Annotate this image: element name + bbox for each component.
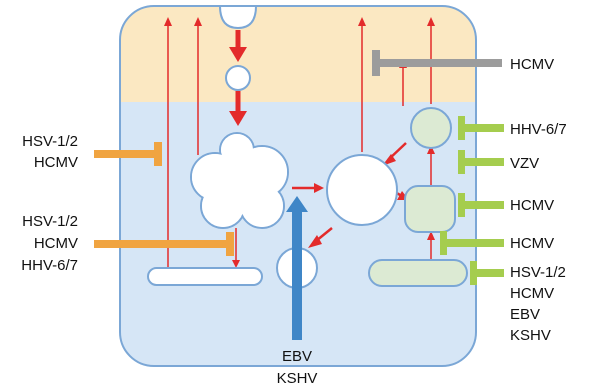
red-arrows (164, 17, 435, 268)
right-up-arrow-2-head (427, 17, 435, 26)
inhibitor-hcmv-4 (440, 231, 504, 255)
inhibitor-hhv67 (458, 116, 504, 140)
right-up-arrow-4-head (427, 231, 435, 240)
green-circle (410, 107, 452, 149)
label-multi-4: KSHV (510, 327, 551, 344)
label-left-upper-1: HSV-1/2 (22, 133, 78, 150)
cloud-to-center-arrow-head (314, 183, 324, 193)
thin-up-arrow-2-head (194, 17, 202, 26)
label-hcmv-4: HCMV (510, 235, 554, 252)
thin-down-arrow-head (232, 260, 240, 268)
blue-arrow (286, 196, 308, 340)
cloud-fill (192, 134, 287, 227)
label-bottom-2: KSHV (277, 370, 318, 387)
label-left-lower-3: HHV-6/7 (21, 257, 78, 274)
thick-arrow-2-head (229, 111, 247, 126)
label-left-lower-1: HSV-1/2 (22, 213, 78, 230)
label-multi-1: HSV-1/2 (510, 264, 566, 281)
label-bottom-1: EBV (282, 348, 312, 365)
right-up-arrow-3-head (427, 145, 435, 154)
center-up-arrow-head (358, 17, 366, 26)
cell-top-zone (120, 6, 476, 102)
inhibitor-hcmv-3 (458, 193, 504, 217)
diag-arrow-lower-head (308, 235, 322, 248)
inhibitors (94, 50, 504, 285)
inhibitor-multi (470, 261, 504, 285)
inhibitor-hcmv-top (372, 50, 502, 76)
membrane-notch (218, 5, 258, 30)
central-compartment (326, 154, 398, 226)
green-capsule (368, 259, 468, 287)
inhibitor-left-upper (94, 142, 162, 166)
label-left-upper-2: HCMV (34, 154, 78, 171)
inhibitor-left-lower (94, 232, 234, 256)
label-left-lower-2: HCMV (34, 235, 78, 252)
elongated-vesicle (147, 267, 263, 286)
label-vzv: VZV (510, 155, 539, 172)
label-hcmv-top: HCMV (510, 56, 554, 73)
green-square (404, 185, 456, 233)
labels: HCMV HSV-1/2 HCMV HSV-1/2 HCMV HHV-6/7 H… (21, 56, 566, 387)
label-multi-2: HCMV (510, 285, 554, 302)
small-vesicle (225, 65, 251, 91)
label-hcmv-3: HCMV (510, 197, 554, 214)
label-hhv67: HHV-6/7 (510, 121, 567, 138)
inhibitor-vzv (458, 150, 504, 174)
thin-up-arrow-1-head (164, 17, 172, 26)
label-multi-3: EBV (510, 306, 540, 323)
thick-arrow-1-head (229, 47, 247, 62)
cell-membrane (119, 5, 477, 367)
